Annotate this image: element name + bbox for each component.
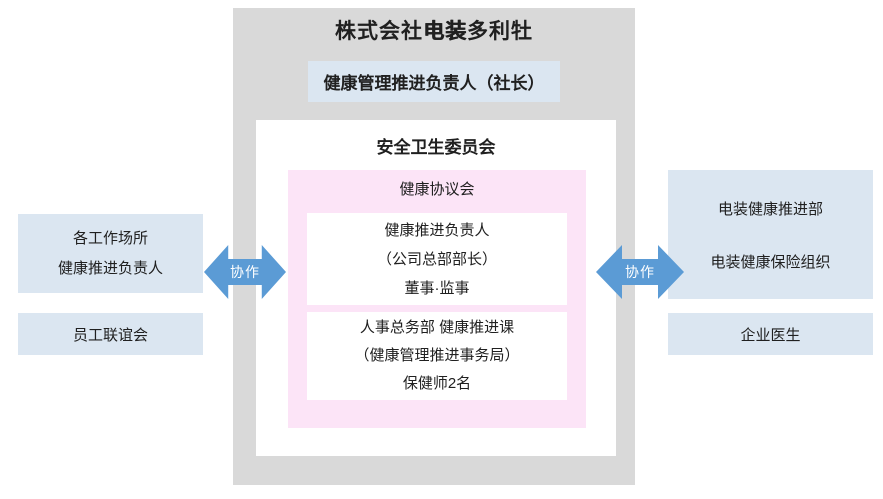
collaboration-arrow-right: 协作 <box>596 245 684 299</box>
double-arrow-icon <box>596 245 684 299</box>
text-line: 健康推进负责人 <box>384 221 490 239</box>
company-title-brand: 电装 <box>423 20 467 43</box>
company-title: 株式会社电装多利牡 <box>233 15 635 45</box>
text-line: 电装健康推进部 <box>717 200 823 218</box>
worksite-leader-box: 各工作场所 健康推进负责人 <box>18 214 203 293</box>
health-management-leader-label: 健康管理推进负责人（社长） <box>323 74 545 93</box>
text-line: 董事·监事 <box>404 279 470 297</box>
collaboration-arrow-left: 协作 <box>204 245 286 299</box>
industrial-doctor-box: 企业医生 <box>668 313 873 355</box>
text-line: 保健师2名 <box>402 375 472 392</box>
double-arrow-icon <box>204 245 286 299</box>
collaboration-label: 协作 <box>625 264 655 280</box>
text-line: 电装健康保险组织 <box>710 253 831 271</box>
employee-association-label: 员工联谊会 <box>72 326 148 344</box>
hr-general-affairs-box: 人事总务部 健康推进课 （健康管理推进事务局） 保健师2名 <box>307 312 567 400</box>
promotion-leader-box: 健康推进负责人 （公司总部部长） 董事·监事 <box>307 213 567 305</box>
collaboration-label: 协作 <box>230 264 260 280</box>
text-line: （健康管理推进事务局） <box>354 347 520 364</box>
text-line: 各工作场所 <box>72 229 148 247</box>
denso-health-org-box: 电装健康推进部 电装健康保险组织 <box>668 170 873 299</box>
company-title-suffix: 多利牡 <box>467 20 533 43</box>
safety-committee-title: 安全卫生委员会 <box>376 138 496 157</box>
company-title-prefix: 株式会社 <box>335 20 423 43</box>
industrial-doctor-label: 企业医生 <box>740 326 801 344</box>
employee-association-box: 员工联谊会 <box>18 313 203 355</box>
text-line: 人事总务部 健康推进课 <box>359 319 515 336</box>
health-management-leader-box: 健康管理推进负责人（社长） <box>308 61 560 102</box>
text-line: （公司总部部长） <box>376 250 497 268</box>
text-line: 健康推进负责人 <box>57 259 163 277</box>
health-council-title: 健康协议会 <box>399 181 475 198</box>
